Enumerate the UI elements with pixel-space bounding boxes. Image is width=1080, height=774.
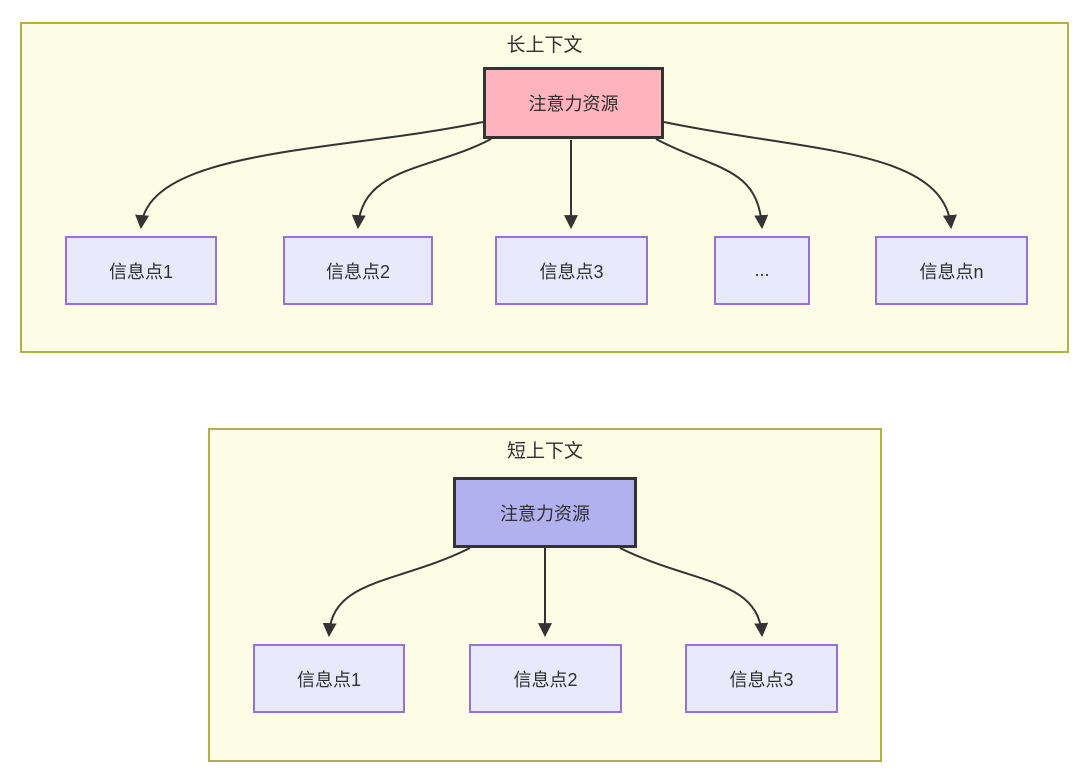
info-node-long-dots: ... (714, 236, 810, 305)
info-node-short-3: 信息点3 (685, 644, 838, 713)
info-node-long-2: 信息点2 (283, 236, 433, 305)
info-node-long-1: 信息点1 (65, 236, 217, 305)
long-context-title: 长上下文 (506, 35, 583, 56)
info-node-short-2: 信息点2 (469, 644, 622, 713)
short-context-title: 短上下文 (506, 441, 583, 462)
info-node-long-3: 信息点3 (495, 236, 648, 305)
info-node-short-1: 信息点1 (253, 644, 405, 713)
attention-node-long: 注意力资源 (483, 67, 664, 139)
info-node-long-n: 信息点n (875, 236, 1028, 305)
attention-node-short: 注意力资源 (453, 477, 637, 548)
